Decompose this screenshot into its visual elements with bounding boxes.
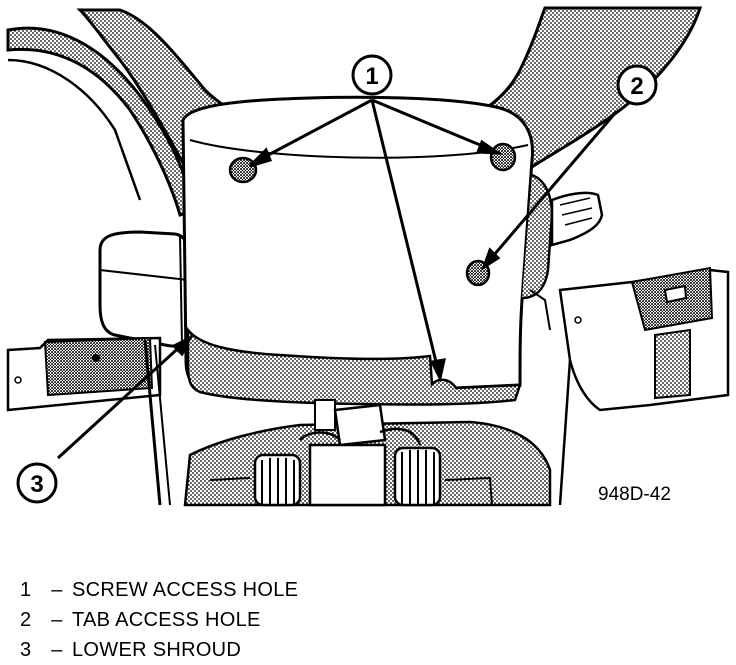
coil-right [393, 446, 442, 507]
callout-2-number: 2 [630, 73, 643, 100]
left-dash-panel [6, 336, 171, 506]
legend-item-number: 3 [20, 639, 32, 661]
lever-knob [98, 230, 192, 348]
legend-item-label: LOWER SHROUD [72, 639, 242, 661]
callout-1-number: 1 [365, 63, 378, 90]
legend-item-separator: – [51, 639, 63, 661]
legend-item-label: SCREW ACCESS HOLE [72, 579, 299, 601]
figure-code: 948D-42 [598, 484, 671, 505]
screw-access-hole-right [489, 142, 517, 172]
legend: 1 – SCREW ACCESS HOLE 2 – TAB ACCESS HOL… [20, 575, 298, 665]
steering-column-illustration: 1 2 3 948D-42 [6, 6, 730, 507]
screw-access-hole-left [228, 156, 258, 184]
coil-left [253, 453, 302, 507]
leader-lines [56, 98, 618, 460]
legend-item: 3 – LOWER SHROUD [20, 635, 298, 665]
column-base [183, 399, 552, 507]
right-dash-panel [558, 266, 730, 506]
callout-3-number: 3 [30, 471, 43, 498]
callout-3: 3 [16, 462, 58, 504]
legend-item-number: 2 [20, 609, 32, 631]
legend-item-separator: – [51, 609, 63, 631]
lower-shroud [186, 326, 522, 406]
legend-item-separator: – [51, 579, 63, 601]
legend-item-label: TAB ACCESS HOLE [72, 609, 261, 631]
legend-item: 1 – SCREW ACCESS HOLE [20, 575, 298, 605]
multifunction-switch [521, 173, 604, 331]
legend-item: 2 – TAB ACCESS HOLE [20, 605, 298, 635]
callout-1: 1 [351, 54, 393, 96]
callout-2: 2 [616, 64, 658, 106]
legend-item-number: 1 [20, 579, 32, 601]
